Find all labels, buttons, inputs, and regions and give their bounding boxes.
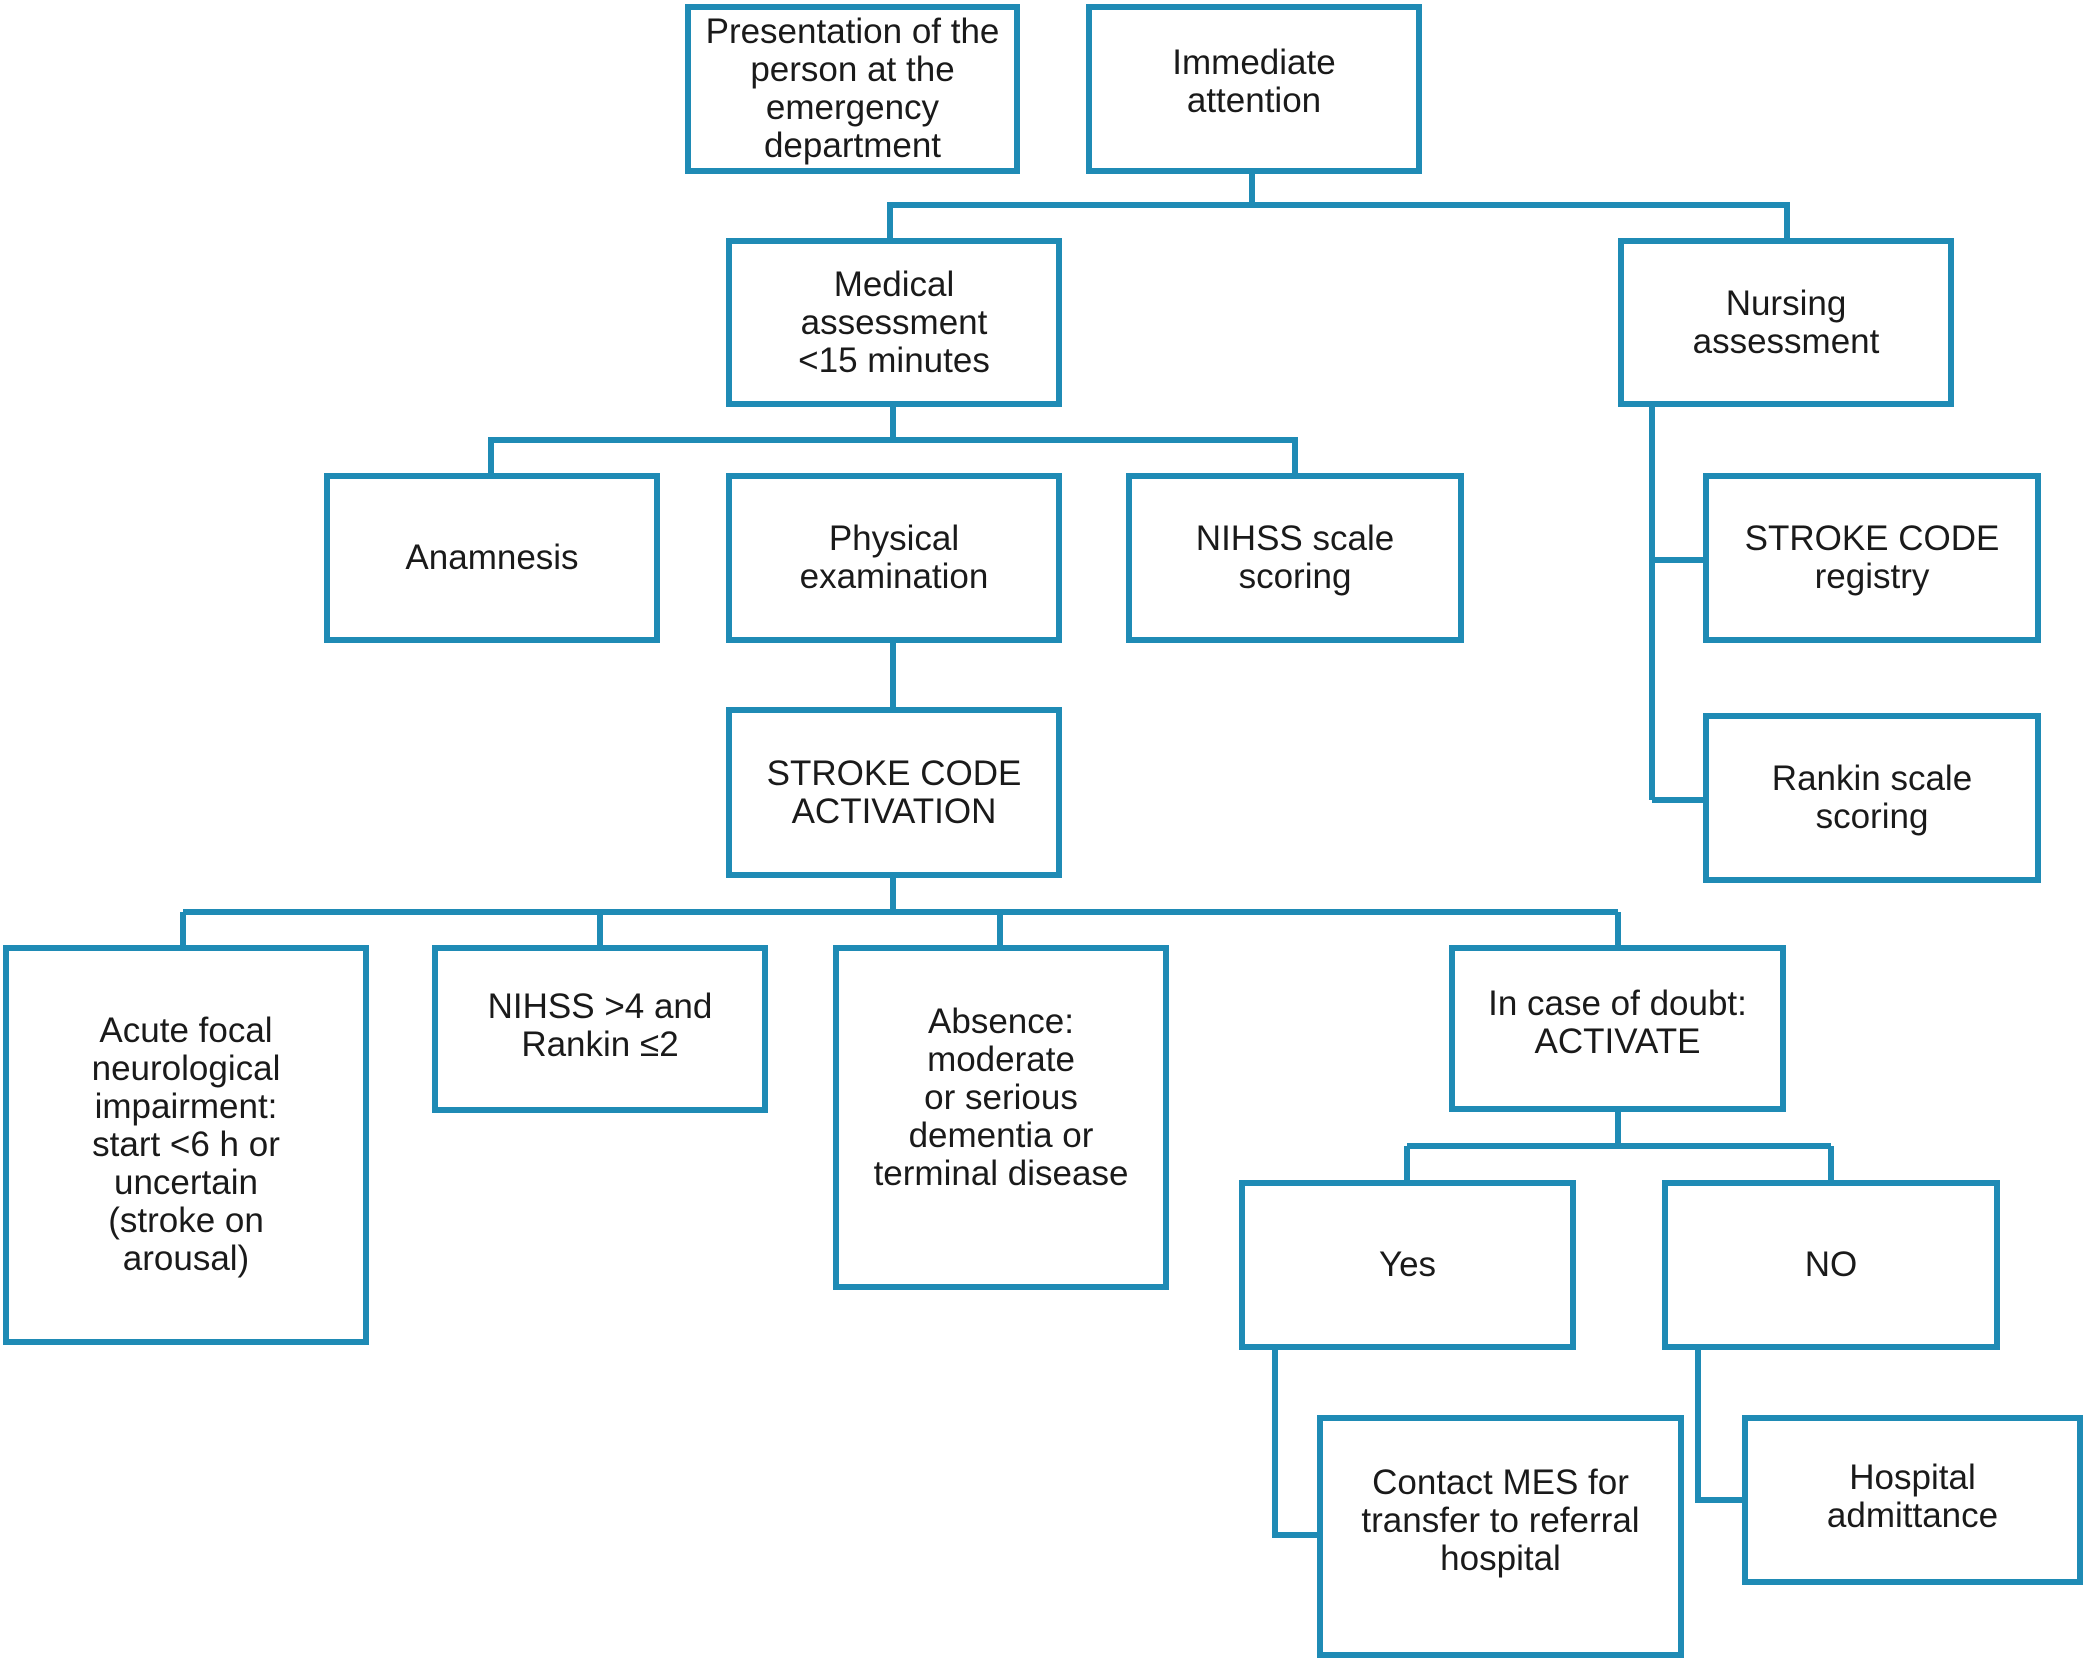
presentation-box: Presentation of the person at the emerge… [685, 4, 1020, 174]
stroke-code-activation-text: STROKE CODE ACTIVATION [766, 753, 1022, 831]
no-text: NO [1804, 1245, 1858, 1284]
connector-medical-to-exams [488, 407, 1298, 473]
physical-examination-box: Physical examination [726, 473, 1062, 643]
nursing-assessment-text: Nursing assessment [1692, 283, 1880, 361]
acute-focal-box: Acute focal neurological impairment: sta… [3, 945, 369, 1345]
acute-focal-text: Acute focal neurological impairment: sta… [91, 1011, 281, 1278]
connector-yes-to-contact [1272, 1350, 1320, 1538]
connector-activation-to-criteria [180, 878, 1621, 945]
stroke-code-activation-box: STROKE CODE ACTIVATION [726, 707, 1062, 878]
hospital-admittance-text: Hospital admittance [1826, 1458, 1999, 1535]
yes-box: Yes [1239, 1180, 1576, 1350]
no-box: NO [1662, 1180, 2000, 1350]
medical-assessment-box: Medical assessment <15 minutes [726, 238, 1062, 407]
connector-immediate-to-assessments [887, 172, 1790, 238]
immediate-attention-box: Immediate attention [1086, 4, 1422, 174]
immediate-attention-text: Immediate attention [1172, 43, 1336, 120]
anamnesis-box: Anamnesis [324, 473, 660, 643]
physical-examination-text: Physical examination [799, 519, 989, 596]
absence-text: Absence: moderate or serious dementia or… [873, 1002, 1129, 1193]
nihss-rankin-text: NIHSS >4 and Rankin ≤2 [487, 987, 713, 1064]
stroke-code-registry-box: STROKE CODE registry [1703, 473, 2041, 643]
contact-mes-text: Contact MES for transfer to referral hos… [1361, 1463, 1640, 1578]
connector-doubt-to-yes-no [1404, 1112, 1834, 1180]
rankin-scoring-text: Rankin scale scoring [1771, 759, 1973, 836]
nursing-assessment-box: Nursing assessment [1618, 238, 1954, 407]
nihss-scoring-text: NIHSS scale scoring [1195, 519, 1395, 596]
absence-box: Absence: moderate or serious dementia or… [833, 945, 1169, 1290]
in-case-of-doubt-box: In case of doubt: ACTIVATE [1449, 945, 1786, 1112]
presentation-text: Presentation of the person at the emerge… [705, 12, 1000, 165]
nihss-scoring-box: NIHSS scale scoring [1126, 473, 1464, 643]
contact-mes-box: Contact MES for transfer to referral hos… [1317, 1415, 1684, 1658]
hospital-admittance-box: Hospital admittance [1742, 1415, 2083, 1585]
anamnesis-text: Anamnesis [405, 538, 579, 577]
rankin-scoring-box: Rankin scale scoring [1703, 713, 2041, 883]
connector-no-to-admittance [1695, 1350, 1745, 1503]
stroke-code-registry-text: STROKE CODE registry [1744, 519, 2000, 596]
yes-text: Yes [1378, 1245, 1437, 1284]
connector-nursing-to-registry [1649, 407, 1706, 803]
medical-assessment-text: Medical assessment <15 minutes [798, 264, 990, 380]
in-case-of-doubt-text: In case of doubt: ACTIVATE [1488, 984, 1747, 1061]
nihss-rankin-box: NIHSS >4 and Rankin ≤2 [432, 945, 768, 1113]
